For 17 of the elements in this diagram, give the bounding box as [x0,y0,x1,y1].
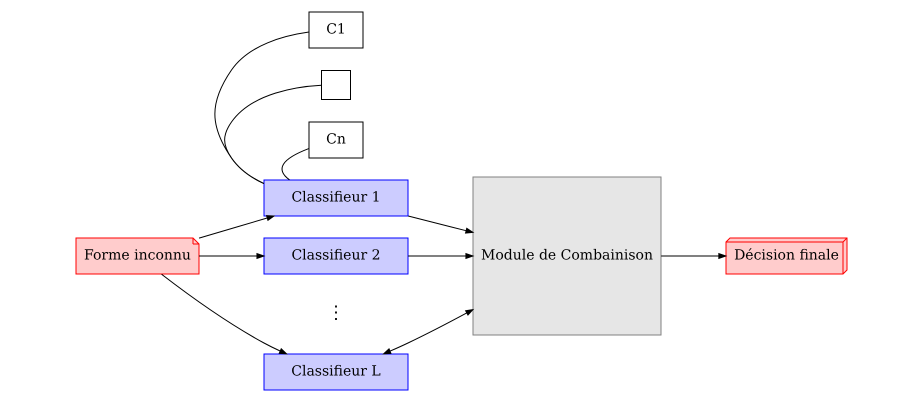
node-box: C1 [308,12,363,48]
arrow [198,215,275,239]
arrow [198,252,265,260]
node-box [320,70,350,100]
node-box: Module de Combainison [472,176,661,336]
connector [281,148,309,180]
node-box: Classifieur 2 [263,238,408,274]
node-box: Classifieur L [263,354,408,390]
arrow [660,252,727,260]
node-box: Classifieur 1 [263,180,408,216]
node-box: Cn [308,122,363,158]
arrow [407,216,474,234]
label: ⋮ [326,302,344,324]
arrow [407,252,474,260]
arrow [160,274,288,355]
connector [224,84,322,184]
arrow [382,308,474,354]
